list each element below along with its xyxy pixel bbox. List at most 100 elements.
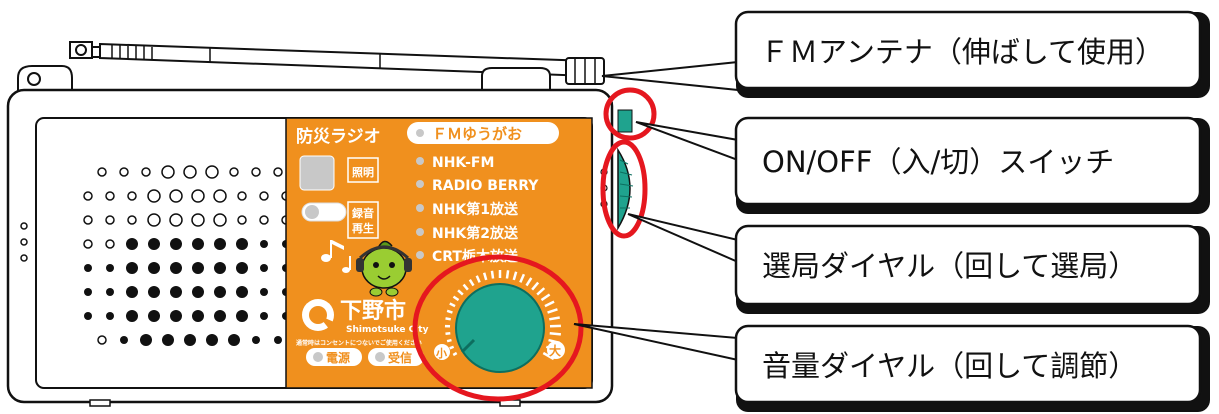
speaker-hole xyxy=(106,264,114,272)
speaker-hole xyxy=(106,312,114,320)
speaker-hole xyxy=(161,165,175,179)
speaker-hole xyxy=(237,215,247,225)
power-indicator-label: 電源 xyxy=(326,350,350,365)
speaker-hole xyxy=(120,336,128,344)
speaker-hole xyxy=(274,336,282,344)
volume-tick xyxy=(540,293,551,302)
speaker-hole xyxy=(236,238,248,250)
speaker-hole xyxy=(192,238,204,250)
volume-dial[interactable] xyxy=(455,283,545,373)
volume-tick xyxy=(475,275,481,283)
music-note-icon xyxy=(321,240,351,273)
speaker-hole xyxy=(105,191,115,201)
speaker-hole xyxy=(206,334,218,346)
volume-tick xyxy=(490,270,495,279)
volume-scale xyxy=(444,270,561,361)
speaker-hole xyxy=(170,238,182,250)
volume-tick xyxy=(549,316,560,321)
speaker-hole xyxy=(229,167,239,177)
speaker-hole xyxy=(252,336,260,344)
volume-tick xyxy=(549,331,561,336)
selected-station-highlight xyxy=(407,122,559,144)
speaker-hole xyxy=(192,262,204,274)
speaker-hole xyxy=(192,310,204,322)
control-panel: 防災ラジオ 照明 録音 再生 xyxy=(285,117,593,389)
speaker-hole xyxy=(127,215,137,225)
antenna xyxy=(69,41,605,85)
speaker-hole xyxy=(148,286,160,298)
speaker-hole xyxy=(83,215,93,225)
station-list: ＦＭゆうがお NHK-FM RADIO BERRY NHK第1放送 NHK第2放… xyxy=(407,122,559,265)
mascot-icon xyxy=(356,240,412,297)
speaker-hole xyxy=(105,239,115,249)
callout-antenna: ＦＭアンテナ（伸ばして使用） xyxy=(734,10,1210,98)
speaker-hole xyxy=(192,286,204,298)
speaker-hole xyxy=(148,238,160,250)
power-switch[interactable] xyxy=(617,109,633,133)
city-name: 下野市 xyxy=(340,298,406,324)
speaker-hole xyxy=(84,312,92,320)
highlights xyxy=(412,87,657,402)
volume-min-label: 小 xyxy=(435,346,447,360)
callout-pointers xyxy=(573,60,739,362)
volume-tick xyxy=(468,279,475,287)
callout-volume-dial: 音量ダイヤル（回して調節） xyxy=(734,324,1210,412)
speaker-hole xyxy=(106,288,114,296)
speaker-hole xyxy=(214,262,226,274)
speaker-hole xyxy=(214,310,226,322)
city-romaji: Shimotsuke City xyxy=(346,325,429,335)
speaker-hole xyxy=(236,262,248,274)
light-button-label: 照明 xyxy=(352,166,374,179)
speaker-hole xyxy=(191,189,205,203)
callout-volume-dial-text: 音量ダイヤル（回して調節） xyxy=(762,349,1137,383)
speaker-hole xyxy=(184,334,196,346)
speaker-hole xyxy=(191,213,205,227)
volume-dial-pointer xyxy=(460,338,476,354)
volume-tick xyxy=(452,295,460,302)
speaker-hole xyxy=(97,167,107,177)
speaker-hole xyxy=(260,240,268,248)
speaker-hole xyxy=(147,189,161,203)
record-play-knob[interactable] xyxy=(305,205,319,219)
speaker-hole xyxy=(183,165,197,179)
speaker-hole xyxy=(205,165,219,179)
volume-tick xyxy=(446,338,452,343)
speaker-hole xyxy=(237,191,247,201)
power-led xyxy=(313,352,323,362)
speaker-hole xyxy=(214,286,226,298)
volume-dial-highlight xyxy=(412,254,584,402)
volume-tick xyxy=(531,281,540,291)
volume-max-label: 大 xyxy=(549,343,561,358)
speaker-hole xyxy=(169,189,183,203)
speaker-hole xyxy=(148,262,160,274)
speaker-hole xyxy=(140,334,152,346)
station-item: ＦＭゆうがお xyxy=(432,125,522,143)
record-label-line2: 再生 xyxy=(352,221,374,235)
speaker-hole xyxy=(170,310,182,322)
station-item: NHK-FM xyxy=(432,155,494,171)
speaker-hole xyxy=(260,264,268,272)
speaker-hole xyxy=(126,310,138,322)
record-label-line1: 録音 xyxy=(352,206,374,220)
speaker-grille xyxy=(83,165,291,346)
speaker-hole xyxy=(97,335,107,345)
speaker-hole xyxy=(259,215,269,225)
callout-tuning-dial: 選局ダイヤル（回して選局） xyxy=(734,224,1210,314)
volume-tick xyxy=(445,331,451,335)
panel-title: 防災ラジオ xyxy=(296,126,381,147)
receive-led xyxy=(375,352,385,362)
light-button[interactable] xyxy=(299,155,335,191)
speaker-hole xyxy=(214,238,226,250)
volume-tick xyxy=(449,302,456,308)
volume-tick xyxy=(482,272,488,281)
volume-tick xyxy=(505,270,510,279)
light-label-box xyxy=(347,157,379,183)
speaker-hole xyxy=(84,288,92,296)
station-item: CRT栃木放送 xyxy=(432,248,519,265)
tuning-dial-highlight xyxy=(600,139,648,239)
speaker-hole xyxy=(84,264,92,272)
callout-tuning-dial-text: 選局ダイヤル（回して選局） xyxy=(762,249,1137,283)
speaker-hole xyxy=(236,286,248,298)
speaker-hole xyxy=(260,288,268,296)
